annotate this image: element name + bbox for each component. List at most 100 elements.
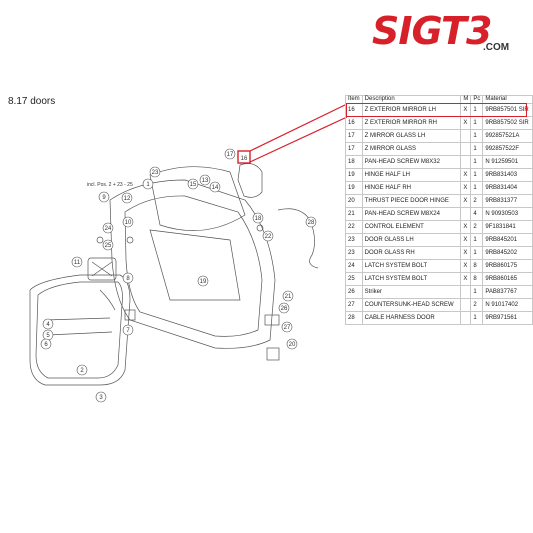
brand-logo: SIGT3 bbox=[372, 9, 492, 53]
cell-mat: 9RB857502 SIR bbox=[482, 116, 533, 130]
svg-text:14: 14 bbox=[212, 185, 219, 191]
callout-5: 5 bbox=[42, 329, 54, 341]
cell-desc: Z EXTERIOR MIRROR RH bbox=[361, 116, 462, 130]
callout-23: 23 bbox=[149, 166, 161, 178]
cell-item: 26 bbox=[345, 285, 363, 299]
cell-desc: Striker bbox=[361, 285, 462, 299]
cell-item: 18 bbox=[345, 155, 363, 169]
cell-desc: LATCH SYSTEM BOLT bbox=[361, 272, 462, 286]
cell-pc: 1 bbox=[470, 181, 484, 195]
svg-text:27: 27 bbox=[284, 325, 291, 331]
callout-18: 18 bbox=[252, 212, 264, 224]
cell-pc: 1 bbox=[470, 233, 484, 247]
cell-m bbox=[460, 285, 472, 299]
cell-m: X bbox=[460, 233, 472, 247]
cell-mat: 9RB831403 bbox=[482, 168, 533, 182]
svg-text:3: 3 bbox=[99, 395, 103, 401]
cell-pc: 1 bbox=[470, 129, 484, 143]
callout-16: 16 bbox=[237, 150, 251, 164]
callout-13: 13 bbox=[199, 174, 211, 186]
cell-pc: 1 bbox=[470, 311, 484, 325]
svg-text:9: 9 bbox=[102, 195, 106, 201]
cell-m bbox=[460, 311, 472, 325]
cell-desc: DOOR GLASS RH bbox=[361, 246, 462, 260]
callout-15: 15 bbox=[187, 178, 199, 190]
svg-text:6: 6 bbox=[44, 342, 48, 348]
cell-m bbox=[460, 298, 472, 312]
callout-21: 21 bbox=[282, 290, 294, 302]
diagram-note: incl. Pos. 2 + 23 - 25 bbox=[87, 182, 133, 188]
cell-mat: 9RB845201 bbox=[482, 233, 533, 247]
callout-12: 12 bbox=[121, 192, 133, 204]
callout-2: 2 bbox=[76, 364, 88, 376]
cell-pc: 1 bbox=[470, 285, 484, 299]
door-trim-panel bbox=[29, 274, 131, 386]
svg-text:19: 19 bbox=[200, 279, 207, 285]
brand-domain: .COM bbox=[483, 42, 510, 53]
cell-mat: 9RB860175 bbox=[482, 259, 533, 273]
cell-item: 28 bbox=[345, 311, 363, 325]
cell-item: 17 bbox=[345, 129, 363, 143]
callout-26: 26 bbox=[278, 302, 290, 314]
cell-mat: 992857521A bbox=[482, 129, 533, 143]
cell-desc: HINGE HALF RH bbox=[361, 181, 462, 195]
callout-8: 8 bbox=[122, 272, 134, 284]
cell-pc: 1 bbox=[470, 246, 484, 260]
door-glass bbox=[149, 166, 246, 231]
cell-m: X bbox=[460, 116, 472, 130]
svg-text:28: 28 bbox=[308, 220, 315, 226]
cell-mat: 9RB860165 bbox=[482, 272, 533, 286]
svg-text:23: 23 bbox=[152, 170, 159, 176]
cell-item: 21 bbox=[345, 207, 363, 221]
cell-desc: CONTROL ELEMENT bbox=[361, 220, 462, 234]
cell-mat: 9RB971561 bbox=[482, 311, 533, 325]
cell-pc: 8 bbox=[470, 259, 484, 273]
svg-text:11: 11 bbox=[74, 260, 81, 266]
cell-item: 19 bbox=[345, 181, 363, 195]
cell-m: X bbox=[460, 259, 472, 273]
callout-6: 6 bbox=[40, 338, 52, 350]
callout-22: 22 bbox=[262, 230, 274, 242]
cell-m: X bbox=[460, 246, 472, 260]
svg-text:7: 7 bbox=[126, 328, 130, 334]
door-shell bbox=[109, 179, 276, 349]
cell-m: X bbox=[460, 168, 472, 182]
callout-27: 27 bbox=[281, 321, 293, 333]
cell-m bbox=[460, 129, 472, 143]
callout-14: 14 bbox=[209, 181, 221, 193]
callout-4: 4 bbox=[42, 318, 54, 330]
cell-item: 19 bbox=[345, 168, 363, 182]
cell-mat: N 90930503 bbox=[482, 207, 533, 221]
svg-text:1: 1 bbox=[146, 182, 150, 188]
svg-text:22: 22 bbox=[265, 234, 272, 240]
cell-item: 23 bbox=[345, 233, 363, 247]
svg-text:24: 24 bbox=[105, 226, 112, 232]
cell-mat: N 91017402 bbox=[482, 298, 533, 312]
cell-item: 20 bbox=[345, 194, 363, 208]
svg-text:16: 16 bbox=[241, 156, 248, 162]
section-title: 8.17 doors bbox=[8, 96, 56, 107]
cell-item: 22 bbox=[345, 220, 363, 234]
cell-mat: 9RB831404 bbox=[482, 181, 533, 195]
cell-pc: 1 bbox=[470, 116, 484, 130]
cell-mat: 992857522F bbox=[482, 142, 533, 156]
cell-m: X bbox=[460, 272, 472, 286]
callout-7: 7 bbox=[122, 324, 134, 336]
